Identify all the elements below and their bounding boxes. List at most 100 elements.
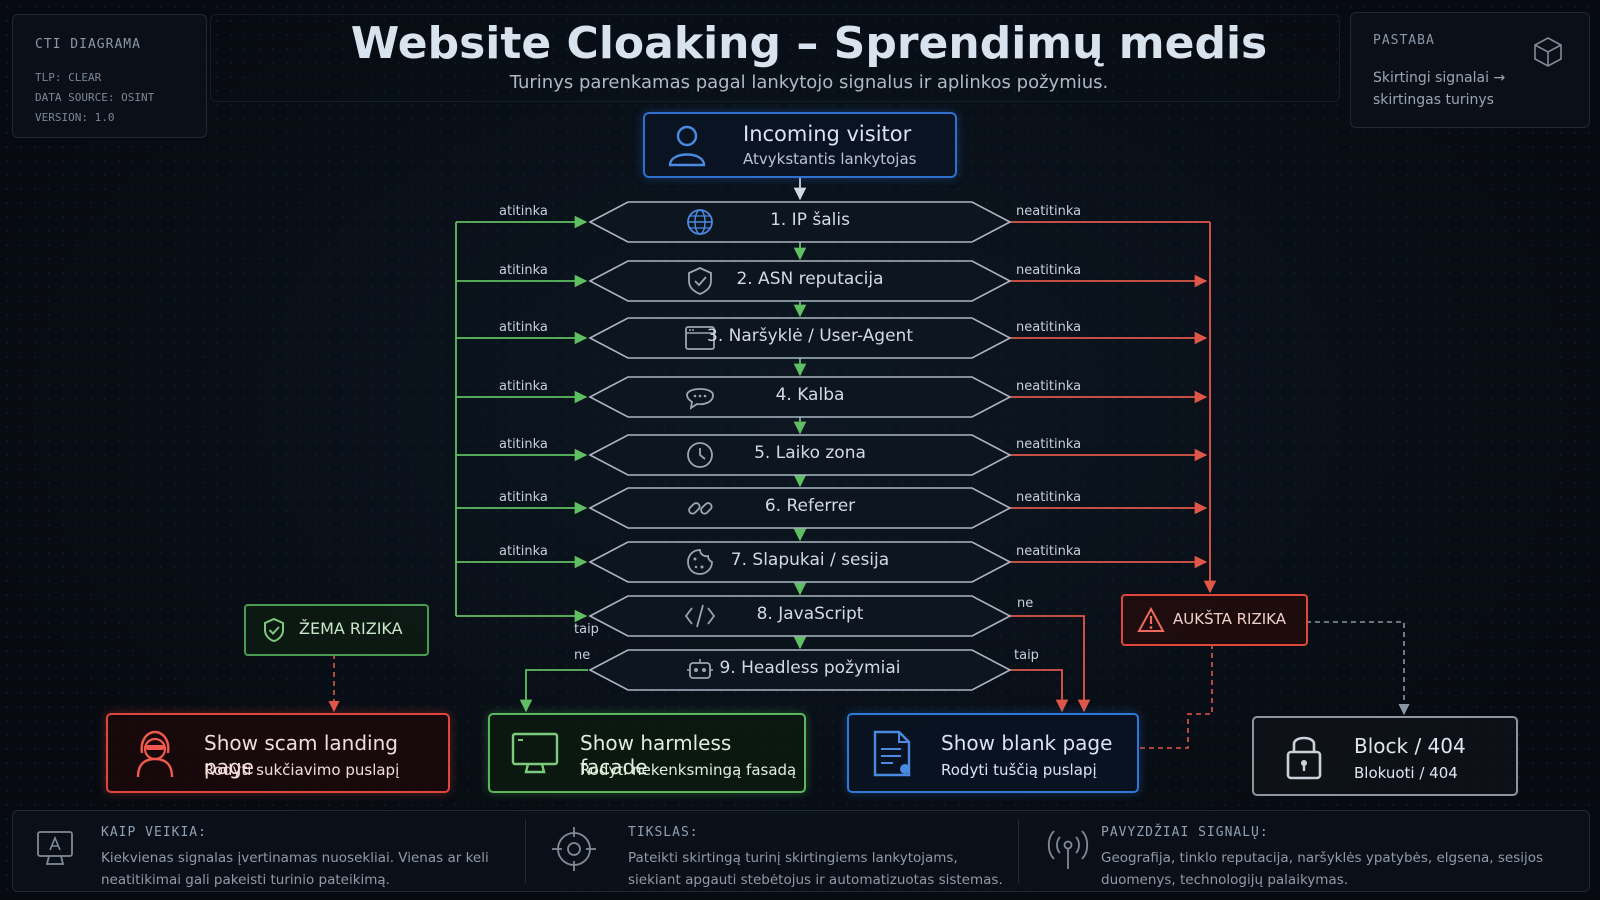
footer-how-it-works: KAIP VEIKIA: Kiekvienas signalas įvertin… — [13, 811, 523, 891]
browser-window-icon — [685, 326, 715, 350]
low-risk-badge: ŽEMA RIZIKA — [244, 604, 429, 656]
mismatch-edge-label: neatitinka — [1016, 437, 1082, 452]
globe-icon — [687, 209, 713, 235]
page-subtitle: Turinys parenkamas pagal lankytojo signa… — [509, 72, 1109, 93]
outcome-blank-page: Show blank page Rodyti tuščią puslapį — [847, 713, 1139, 793]
footer-text: Kiekvienas signalas įvertinamas nuosekli… — [101, 850, 489, 888]
match-edge-label: atitinka — [499, 379, 548, 394]
mismatch-edge-label: neatitinka — [1016, 320, 1082, 335]
decision-node-shape — [588, 595, 1012, 637]
footer-text: Geografija, tinklo reputacija, naršyklės… — [1101, 850, 1544, 888]
decision-node-shape — [588, 376, 1012, 418]
decision-node-label: 6. Referrer — [764, 496, 856, 516]
match-edge-label: atitinka — [499, 320, 548, 335]
footer-divider — [1018, 819, 1019, 883]
outcome-title: Show blank page — [941, 731, 1113, 755]
meta-line: DATA SOURCE: OSINT — [35, 91, 155, 104]
outcome-title: Show scam landing page — [204, 731, 398, 779]
decision-node-shape — [588, 541, 1012, 583]
link-icon — [688, 502, 713, 515]
footer-heading: PAVYZDŽIAI SIGNALŲ: — [1101, 825, 1269, 840]
note-panel: PASTABA Skirtingi signalai → skirtingas … — [1350, 12, 1590, 128]
title-frame — [210, 14, 1340, 102]
decision-node-label: 8. JavaScript — [756, 604, 864, 624]
cube-icon — [1534, 37, 1562, 67]
decision-node-label: 9. Headless požymiai — [719, 658, 901, 678]
hacker-icon — [136, 730, 174, 778]
mismatch-edge-label: neatitinka — [1016, 379, 1082, 394]
decision-node-label: 5. Laiko zona — [754, 443, 866, 463]
js-no-label: ne — [1017, 596, 1034, 611]
meta-title: CTI DIAGRAMA — [35, 37, 141, 52]
footer-info-panel: KAIP VEIKIA: Kiekvienas signalas įvertin… — [12, 810, 1590, 892]
target-icon — [552, 827, 596, 871]
decision-node-shape — [588, 317, 1012, 359]
match-edge-label: atitinka — [499, 263, 548, 278]
high-risk-to-block-arrow — [1306, 621, 1410, 716]
antenna-icon — [1047, 830, 1089, 869]
outcome-block-404: Block / 404 Blokuoti / 404 — [1252, 716, 1518, 796]
footer-divider — [525, 819, 526, 883]
robot-icon — [687, 659, 713, 679]
shield-check-icon — [264, 617, 284, 643]
outcome-subtitle: Blokuoti / 404 — [1354, 764, 1458, 782]
footer-signal-examples: PAVYZDŽIAI SIGNALŲ: Geografija, tinklo r… — [1021, 811, 1581, 891]
decision-node-label: 1. IP šalis — [770, 210, 850, 230]
visitor-subtitle: Atvykstantis lankytojas — [743, 150, 917, 168]
decision-node-label: 3. Naršyklė / User-Agent — [707, 326, 913, 346]
note-title: PASTABA — [1373, 33, 1435, 48]
decision-node-label: 2. ASN reputacija — [736, 269, 884, 289]
outcome-subtitle: Rodyti sukčiavimo puslapį — [204, 761, 400, 779]
outcome-subtitle: Rodyti tuščią puslapį — [941, 761, 1097, 779]
document-icon — [873, 730, 911, 777]
decision-node-label: 4. Kalba — [775, 385, 845, 405]
incoming-visitor-node: Incoming visitor Atvykstantis lankytojas — [643, 112, 957, 178]
meta-line: TLP: CLEAR — [35, 71, 102, 84]
headless-yes-label: taip — [1014, 648, 1039, 663]
meta-line: VERSION: 1.0 — [35, 111, 115, 124]
footer-heading: TIKSLAS: — [628, 825, 699, 840]
cookie-icon — [687, 549, 713, 575]
outcome-scam-landing-page: Show scam landing page Rodyti sukčiavimo… — [106, 713, 450, 793]
monitor-user-icon — [37, 831, 73, 865]
monitor-icon — [511, 732, 559, 774]
mismatch-edge-label: neatitinka — [1016, 263, 1082, 278]
decision-node-shape — [588, 649, 1012, 691]
match-edge-label: atitinka — [499, 544, 548, 559]
headless-no-arrow — [519, 669, 588, 713]
mismatch-edge-label: neatitinka — [1016, 204, 1082, 219]
decision-node-shape — [588, 487, 1012, 529]
note-text: Skirtingi signalai → skirtingas turinys — [1373, 70, 1506, 108]
decision-node-label: 7. Slapukai / sesija — [730, 550, 890, 570]
meta-panel: CTI DIAGRAMA TLP: CLEAR DATA SOURCE: OSI… — [12, 14, 207, 138]
footer-heading: KAIP VEIKIA: — [101, 825, 207, 840]
mismatch-edge-label: neatitinka — [1016, 490, 1082, 505]
visitor-title: Incoming visitor — [743, 122, 912, 146]
outcome-title: Block / 404 — [1354, 734, 1466, 758]
warning-icon — [1137, 607, 1165, 632]
clock-icon — [687, 442, 713, 468]
mismatch-edge-label: neatitinka — [1016, 544, 1082, 559]
high-risk-to-blank-connector — [1137, 644, 1213, 749]
match-edge-label: atitinka — [499, 490, 548, 505]
outcome-title: Show harmless facade — [580, 731, 732, 779]
page-title: Website Cloaking – Sprendimų medis — [350, 18, 1268, 69]
chat-bubble-icon — [686, 388, 714, 410]
match-edge-label: atitinka — [499, 437, 548, 452]
user-icon — [668, 125, 706, 167]
outcome-harmless-facade: Show harmless facade Rodyti nekenksmingą… — [488, 713, 806, 793]
js-no-arrow — [1010, 615, 1091, 713]
lock-icon — [1286, 736, 1322, 780]
footer-text: Pateikti skirtingą turinį skirtingiems l… — [628, 850, 1003, 888]
headless-yes-arrow — [1010, 669, 1069, 713]
match-edge-label: atitinka — [499, 204, 548, 219]
shield-icon — [688, 267, 712, 295]
headless-no-label: ne — [574, 648, 591, 663]
high-risk-badge: AUKŠTA RIZIKA — [1121, 594, 1308, 646]
footer-goal: TIKSLAS: Pateikti skirtingą turinį skirt… — [528, 811, 1018, 891]
low-risk-label: ŽEMA RIZIKA — [299, 619, 403, 638]
outcome-subtitle: Rodyti nekenksmingą fasadą — [580, 761, 797, 779]
code-icon — [684, 604, 716, 628]
high-risk-label: AUKŠTA RIZIKA — [1173, 610, 1287, 628]
